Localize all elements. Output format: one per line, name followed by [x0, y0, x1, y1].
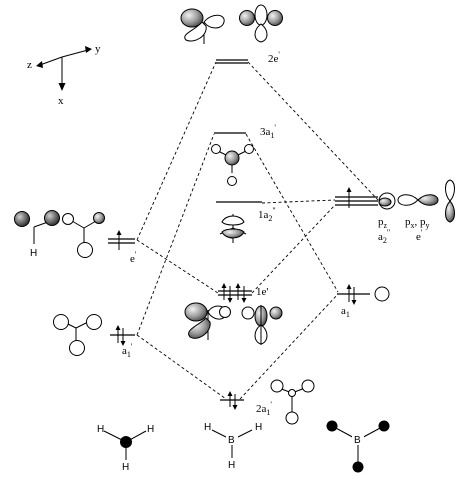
molecule-b-black-h: B — [326, 420, 390, 473]
molecule-bh3: B H H H — [204, 422, 262, 471]
orbital-pz — [378, 192, 396, 210]
orbital-left-e-a: H — [14, 210, 60, 259]
orbital-3a1 — [211, 144, 254, 186]
bh3-h2: H — [255, 422, 262, 433]
orbital-1e-a — [184, 302, 231, 340]
left-a1-label: a1' — [122, 342, 133, 359]
orbital-left-e-b — [62, 212, 105, 258]
bh3-b: B — [228, 435, 235, 446]
right-level-p: pz a2" px, py e' — [335, 187, 430, 245]
orbital-2e-star-b — [239, 4, 283, 43]
electron-pair-arrows-2a1 — [227, 391, 238, 410]
h3-h1: H — [97, 424, 104, 435]
label-2e-star: 2e' — [268, 50, 280, 65]
label-3a1: 3a1' — [260, 123, 276, 140]
correlation-lines — [136, 61, 379, 400]
h3-h2: H — [147, 424, 154, 435]
orbital-2a1 — [270, 379, 315, 425]
orbital-py — [445, 179, 455, 223]
orbital-right-s — [374, 286, 390, 302]
label-1a2: 1a2" — [258, 206, 276, 223]
orbital-2e-star-a — [180, 8, 225, 44]
mo-level-1a2: 1a2" — [216, 201, 276, 223]
right-level-a1: a1 — [337, 284, 370, 319]
electron-pair-arrows-1e — [221, 283, 247, 303]
bh3-h1: H — [204, 422, 211, 433]
left-h-label: H — [30, 248, 37, 259]
left-level-e: e' — [108, 230, 137, 265]
right-e-label: e' — [416, 228, 423, 243]
h3-h3: H — [122, 462, 129, 473]
orbital-1a2 — [219, 214, 247, 243]
right-a1-label: a1 — [341, 305, 350, 319]
mo-level-3a1: 3a1' — [214, 123, 276, 140]
left-level-a1: a1' — [110, 325, 135, 359]
b-atom-label: B — [354, 435, 361, 446]
molecule-h3: H H H — [97, 424, 154, 473]
right-a2-label: a2" — [378, 228, 390, 245]
label-1e: 1e' — [256, 286, 268, 298]
mo-level-1e: 1e' — [218, 283, 268, 303]
left-e-label: e' — [130, 250, 137, 265]
label-2a1: 2a1' — [256, 400, 272, 417]
axes-indicator: y z x — [27, 43, 101, 107]
axis-z-label: z — [27, 59, 32, 71]
mo-level-2a1: 2a1' — [220, 391, 272, 417]
bh3-h3: H — [228, 460, 235, 471]
right-pz-label: pz — [378, 216, 388, 230]
axis-y-label: y — [95, 43, 101, 55]
orbital-px — [397, 194, 439, 206]
axis-x-label: x — [58, 95, 64, 107]
orbital-1e-b — [241, 305, 283, 345]
mo-level-2e-star: 2e' — [216, 50, 280, 65]
orbital-left-a1 — [53, 314, 102, 356]
right-pxpy-label: px, py — [405, 216, 430, 230]
